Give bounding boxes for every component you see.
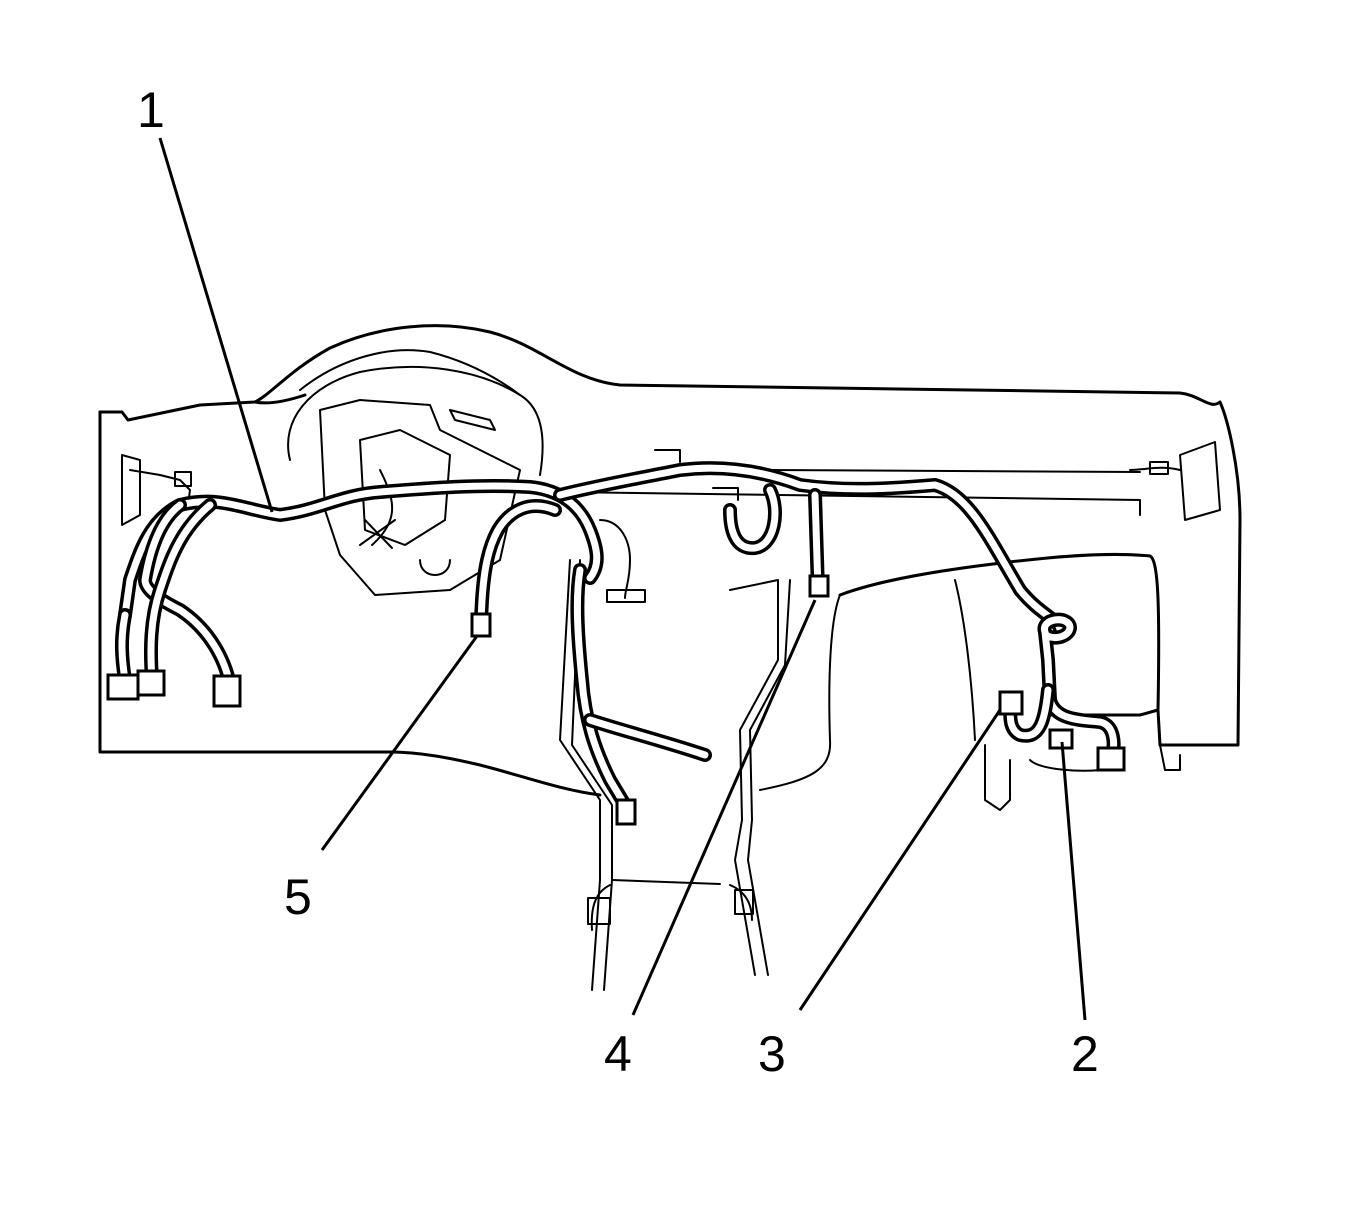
- connector-left-c: [212, 674, 242, 708]
- wiring-harness: [114, 461, 1121, 812]
- callout-2: 2: [1071, 1026, 1099, 1082]
- callout-4: 4: [604, 1026, 632, 1082]
- leader-1: [158, 137, 274, 513]
- connector-left-a: [106, 673, 140, 701]
- connector-center-low: [615, 798, 637, 826]
- leader-lines: [158, 137, 1087, 1021]
- callout-labels: 1 2 3 4 5: [137, 82, 1099, 1082]
- callout-1: 1: [137, 82, 165, 138]
- leader-4: [631, 599, 817, 1016]
- leader-3: [798, 709, 1002, 1011]
- leader-5: [320, 635, 479, 851]
- connector-4: [808, 574, 830, 598]
- instrument-panel-outline: [98, 324, 1242, 991]
- connector-left-b: [136, 669, 166, 697]
- connector-right: [1096, 746, 1126, 772]
- connectors: [106, 574, 1126, 826]
- leader-2: [1060, 741, 1087, 1021]
- callout-5: 5: [284, 869, 312, 925]
- connector-3: [998, 690, 1024, 716]
- connector-5: [470, 612, 492, 638]
- callout-3: 3: [758, 1026, 786, 1082]
